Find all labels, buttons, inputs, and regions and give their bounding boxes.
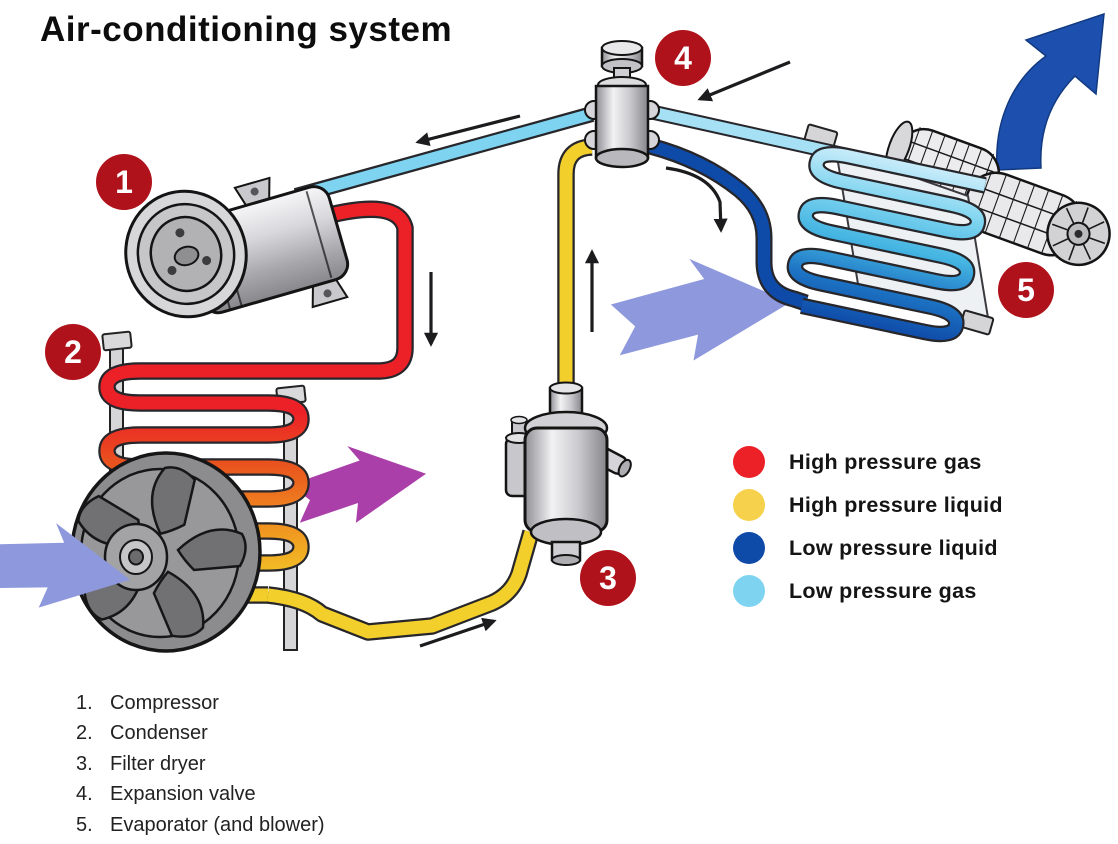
- svg-text:2: 2: [64, 334, 82, 370]
- badge-condenser: 2: [45, 324, 101, 380]
- badge-filter-dryer: 3: [580, 550, 636, 606]
- list-item-label: Compressor: [110, 691, 219, 714]
- flow-arrows: [415, 60, 791, 648]
- list-item-label: Filter dryer: [110, 752, 206, 775]
- svg-text:4: 4: [674, 40, 692, 76]
- flow-arrow-to-dryer: [419, 617, 497, 648]
- flow-arrow-into-evaporator: [665, 166, 728, 233]
- legend-item-high-pressure-gas: High pressure gas: [733, 446, 1003, 478]
- legend-item-low-pressure-gas: Low pressure gas: [733, 575, 1003, 607]
- list-item-label: Expansion valve: [110, 783, 256, 806]
- list-item-label: Evaporator (and blower): [110, 813, 325, 836]
- airflow-out-arrow: [995, 12, 1105, 171]
- expansion-valve: [584, 40, 660, 169]
- legend-item-high-pressure-liquid: High pressure liquid: [733, 489, 1003, 521]
- list-item-evaporator: 5. Evaporator (and blower): [76, 810, 325, 841]
- legend-dot-low-pressure-gas: [733, 575, 765, 607]
- legend-label: Low pressure liquid: [789, 535, 998, 560]
- svg-text:5: 5: [1017, 272, 1035, 308]
- svg-text:1: 1: [115, 164, 133, 200]
- badge-expansion-valve: 4: [655, 30, 711, 86]
- list-item-compressor: 1. Compressor: [76, 688, 325, 719]
- list-item-number: 1.: [76, 691, 93, 714]
- list-item-number: 3.: [76, 752, 93, 775]
- legend-dot-high-pressure-gas: [733, 446, 765, 478]
- legend: High pressure gas High pressure liquid L…: [733, 446, 1003, 607]
- list-item-number: 2.: [76, 722, 93, 745]
- badge-compressor: 1: [96, 154, 152, 210]
- condenser-fan: [70, 451, 262, 653]
- list-item-expansion-valve: 4. Expansion valve: [76, 780, 325, 811]
- component-list: 1. Compressor 2. Condenser 3. Filter dry…: [76, 688, 325, 841]
- legend-dot-low-pressure-liquid: [733, 532, 765, 564]
- svg-text:3: 3: [599, 560, 617, 596]
- compressor: [124, 176, 350, 319]
- legend-label: Low pressure gas: [789, 578, 977, 603]
- legend-label: High pressure liquid: [789, 492, 1003, 517]
- legend-item-low-pressure-liquid: Low pressure liquid: [733, 532, 1003, 564]
- list-item-number: 4.: [76, 783, 93, 806]
- legend-dot-high-pressure-liquid: [733, 489, 765, 521]
- flow-arrow-to-compressor: [415, 114, 521, 147]
- list-item-number: 5.: [76, 813, 93, 836]
- page-title: Air-conditioning system: [40, 10, 453, 49]
- filter-dryer: [504, 381, 632, 566]
- badge-evaporator: 5: [998, 262, 1054, 318]
- list-item-filter-dryer: 3. Filter dryer: [76, 749, 325, 780]
- legend-label: High pressure gas: [789, 449, 982, 474]
- list-item-label: Condenser: [110, 722, 208, 745]
- list-item-condenser: 2. Condenser: [76, 719, 325, 750]
- flow-arrow-to-valve: [697, 60, 791, 102]
